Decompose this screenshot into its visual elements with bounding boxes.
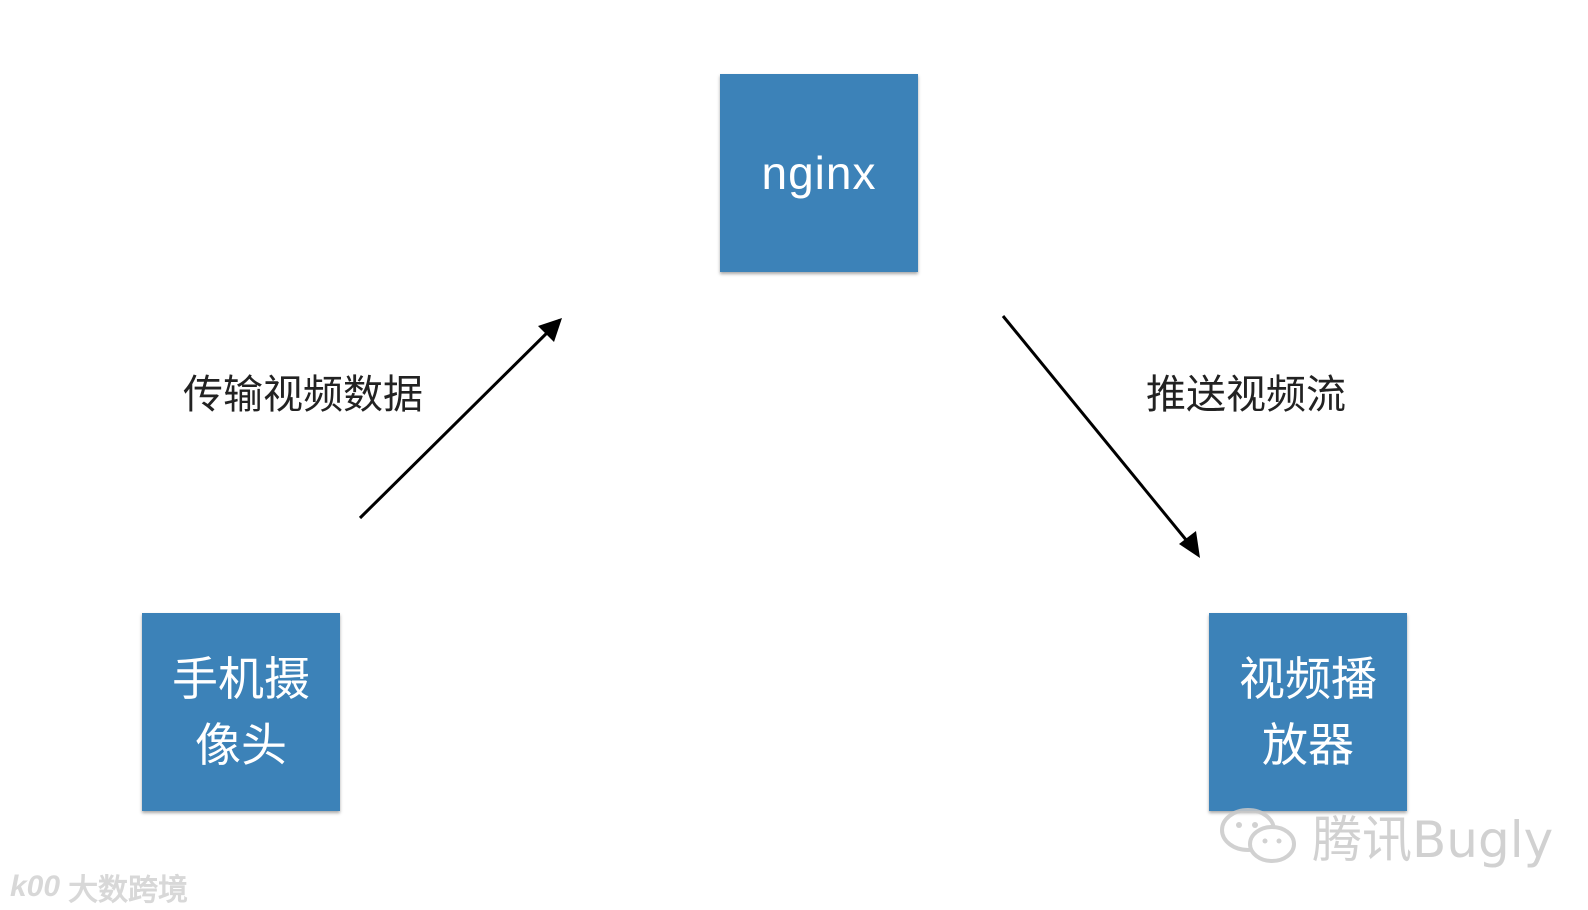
watermark-right: 腾讯Bugly	[1218, 800, 1553, 872]
phone-camera-node: 手机摄像头	[142, 613, 340, 811]
push-arrowhead	[1179, 531, 1200, 558]
video-player-node-label: 视频播放器	[1239, 652, 1377, 772]
push-edge-label: 推送视频流	[1146, 372, 1346, 418]
watermark-left: k00 大数跨境	[10, 865, 188, 909]
wechat-icon	[1220, 808, 1296, 863]
phone-camera-node-label: 手机摄像头	[172, 652, 310, 772]
upload-edge-label: 传输视频数据	[183, 372, 423, 418]
watermark-logo: k00	[10, 870, 61, 903]
watermark-right-text: 腾讯Bugly	[1312, 811, 1554, 869]
push-arrow	[1001, 315, 1198, 553]
nginx-node: nginx	[720, 74, 918, 272]
watermark-left-text: 大数跨境	[68, 873, 189, 908]
video-player-node: 视频播放器	[1209, 613, 1407, 811]
upload-arrowhead	[538, 318, 562, 342]
nginx-node-label: nginx	[761, 147, 877, 199]
